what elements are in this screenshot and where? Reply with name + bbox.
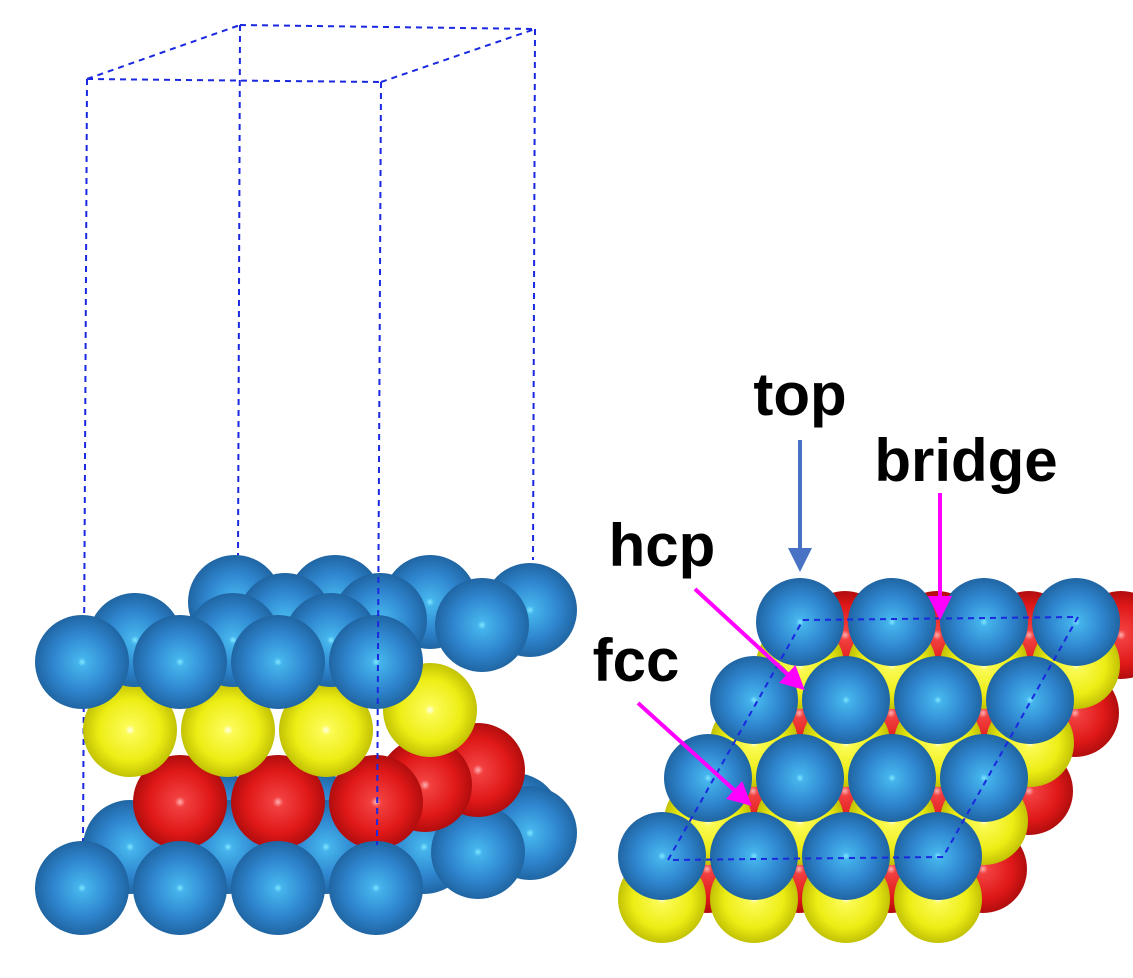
blue-atom — [435, 578, 529, 672]
blue-atom — [756, 734, 844, 822]
unit-cell-edge — [376, 81, 382, 846]
unit-cell-edge — [667, 856, 944, 861]
hcp-site-arrow — [693, 587, 805, 691]
blue-atom — [802, 656, 890, 744]
blue-atom — [940, 734, 1028, 822]
blue-atom — [848, 578, 936, 666]
hcp-site-label: hcp — [609, 512, 716, 579]
red-atom — [329, 755, 423, 849]
unit-cell-edge — [237, 24, 241, 561]
blue-atom — [329, 841, 423, 935]
yellow-atom — [279, 683, 373, 777]
blue-atom — [618, 812, 706, 900]
blue-atom — [329, 615, 423, 709]
blue-atom — [664, 734, 752, 822]
side-view-slab — [35, 24, 577, 935]
adsorption-site-arrows — [636, 440, 952, 807]
fcc-site-arrow — [636, 701, 752, 807]
yellow-atom — [83, 683, 177, 777]
bridge-site-label: bridge — [874, 427, 1057, 494]
unit-cell-edge — [239, 24, 536, 30]
yellow-atom — [181, 683, 275, 777]
blue-atom — [35, 615, 129, 709]
blue-atom — [802, 812, 890, 900]
unit-cell-edge — [942, 616, 1079, 858]
blue-atom — [756, 578, 844, 666]
unit-cell-edge — [86, 24, 241, 80]
unit-cell-edge — [532, 28, 536, 561]
red-atom — [133, 755, 227, 849]
blue-atom — [710, 812, 798, 900]
blue-atom — [431, 805, 525, 899]
blue-atom — [231, 615, 325, 709]
blue-atom — [231, 841, 325, 935]
red-atom — [231, 755, 325, 849]
blue-atom — [710, 656, 798, 744]
unit-cell-edge — [667, 619, 804, 861]
fcc-site-label: fcc — [593, 627, 680, 694]
blue-atom — [894, 656, 982, 744]
blue-atom — [940, 578, 1028, 666]
unit-cell-edge — [86, 78, 382, 83]
blue-atom — [986, 656, 1074, 744]
blue-atom — [133, 841, 227, 935]
unit-cell-edge — [82, 78, 88, 846]
blue-atom — [35, 841, 129, 935]
top-view-slab — [618, 578, 1133, 943]
blue-atom — [848, 734, 936, 822]
unit-cell-edge — [380, 28, 536, 83]
top-site-label: top — [753, 361, 846, 428]
blue-atom — [133, 615, 227, 709]
blue-atom — [894, 812, 982, 900]
